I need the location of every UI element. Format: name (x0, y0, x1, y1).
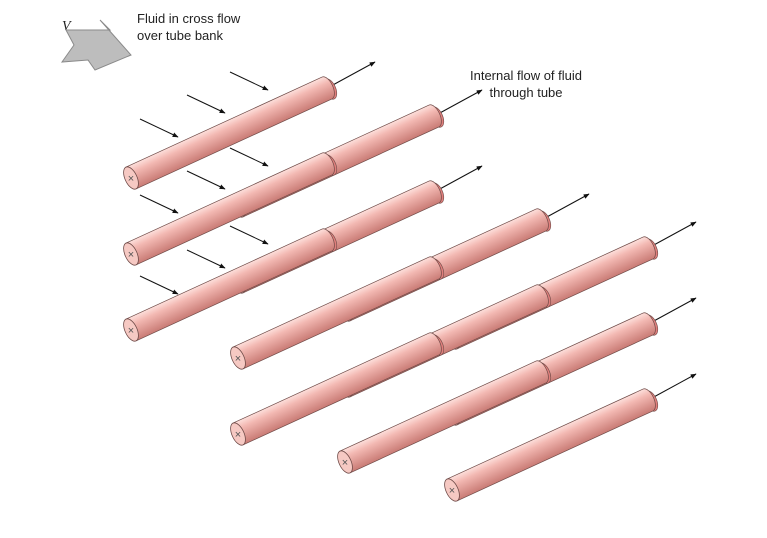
tube-end-marker: × (128, 249, 134, 261)
cross-flow-label: Fluid in cross flow over tube bank (137, 10, 240, 44)
tube-bank: ××××××××××××× (123, 76, 659, 502)
tube-end-marker: × (449, 485, 455, 497)
tube: × (444, 388, 659, 502)
tube: × (337, 360, 552, 474)
tube-end-cap (444, 478, 460, 502)
internal-flow-arrow (651, 297, 697, 323)
cross-flow-small-arrow (186, 170, 226, 190)
cross-flow-small-arrow (186, 249, 226, 269)
internal-flow-arrow (330, 61, 376, 87)
tube-end-cap (230, 346, 246, 370)
tube: × (123, 228, 338, 342)
tube-body (446, 388, 656, 502)
cross-flow-small-arrow (229, 147, 269, 167)
tube-end-cap (123, 318, 139, 342)
cross-flow-arrow (60, 19, 132, 71)
tube-body (125, 76, 335, 190)
internal-flow-label-line1: Internal flow of fluid (470, 68, 583, 83)
tube: × (123, 152, 338, 266)
internal-flow-arrow (651, 221, 697, 247)
cross-flow-label-line1: Fluid in cross flow (137, 11, 241, 26)
cross-flow-small-arrow (139, 275, 179, 295)
tube-body (339, 360, 549, 474)
tube-end-cap (337, 450, 353, 474)
tube: × (230, 332, 445, 446)
tube-body (125, 152, 335, 266)
velocity-symbol: V (62, 19, 71, 34)
tube-end-marker: × (342, 457, 348, 469)
cross-flow-small-arrow (229, 225, 269, 245)
internal-flow-arrow (437, 165, 483, 191)
internal-flow-arrow (437, 89, 483, 115)
tube-end-cap (123, 242, 139, 266)
cross-flow-small-arrow (139, 194, 179, 214)
cross-flow-small-arrow (139, 118, 179, 138)
tube-end-marker: × (235, 429, 241, 441)
internal-flow-arrow (544, 193, 590, 219)
tube: × (230, 256, 445, 370)
tube-end-cap (123, 166, 139, 190)
cross-flow-label-line2: over tube bank (137, 28, 224, 43)
tube-end-marker: × (235, 353, 241, 365)
tube-body (125, 228, 335, 342)
internal-flow-label: Internal flow of fluid through tube (470, 67, 582, 101)
tube-body (232, 332, 442, 446)
cross-flow-small-arrow (229, 71, 269, 91)
tube-end-marker: × (128, 173, 134, 185)
tube: × (123, 76, 338, 190)
cross-flow-small-arrow (186, 94, 226, 114)
internal-flow-label-line2: through tube (489, 85, 563, 100)
tube-end-cap (230, 422, 246, 446)
internal-flow-arrow (651, 373, 697, 399)
tube-end-marker: × (128, 325, 134, 337)
tube-body (232, 256, 442, 370)
